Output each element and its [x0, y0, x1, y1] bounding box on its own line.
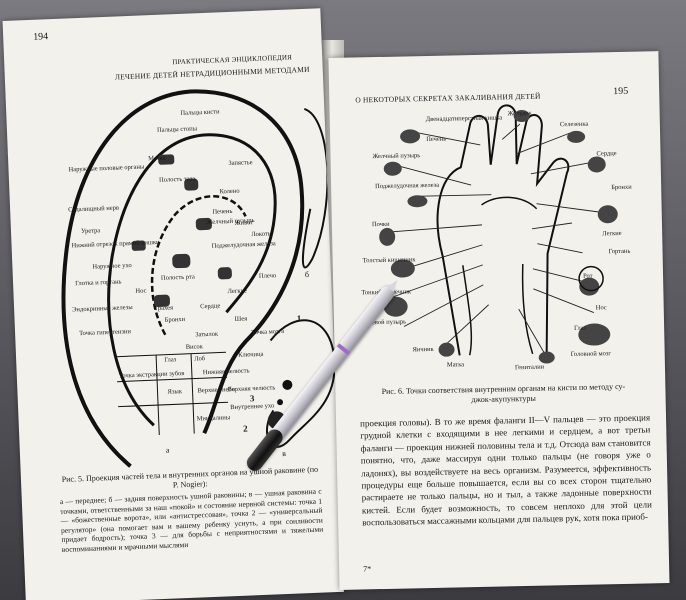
ear-label: Локоть [251, 230, 271, 239]
hand-label: Легкие [602, 229, 622, 238]
ear-label: Сердце [200, 302, 221, 311]
signature-mark: 7* [363, 564, 372, 574]
hand-label: Бронхи [611, 183, 632, 192]
marker-number: 3 [249, 393, 255, 404]
hand-figure [379, 104, 618, 364]
hand-label: Сердце [596, 150, 617, 158]
ear-label: Язык [167, 388, 183, 396]
panel-label-b: б [304, 269, 310, 280]
hand-label: Селезенка [559, 120, 589, 129]
hand-label: Желчный пузырь [372, 152, 421, 161]
right-page: О некоторых секретах закаливания детей 1… [328, 51, 670, 590]
ear-label: Матка [148, 154, 166, 163]
right-body-text: проекция головы). В то же время фаланги … [359, 412, 652, 528]
hand-label: Толстый кишечник [362, 256, 416, 265]
marker-number: 2 [242, 423, 248, 434]
ear-label: Уретра [80, 227, 101, 236]
left-figure-caption-body: а — переднее; б — задняя поверхность ушн… [59, 486, 324, 555]
ear-label: Глаз [164, 356, 177, 364]
ear-label: Бронхи [164, 315, 186, 324]
right-figure-caption: Рис. 6. Точки соответствия внутренним ор… [381, 381, 626, 405]
ear-label: Плечо [258, 272, 277, 280]
hand-label: Гениталии [514, 363, 545, 372]
left-page: 194 Практическая энциклопедия Лечение де… [2, 8, 344, 600]
hand-label: Нос [595, 304, 607, 312]
ear-label: Полость таза [158, 175, 196, 184]
hand-label: Желудок [507, 109, 532, 118]
ear-label: Точка мозга [251, 327, 285, 337]
hand-label: Глаз [574, 324, 587, 332]
hand-label: Почки [371, 220, 390, 229]
panel-label-a: а [165, 445, 170, 455]
ear-figure [61, 89, 336, 468]
hand-label: Гортань [608, 247, 631, 256]
ear-label: Полость рта [160, 273, 195, 282]
marker-number: 1 [296, 313, 302, 324]
hand-label: Печень [426, 135, 447, 144]
ear-label: Лоб [194, 355, 206, 363]
ear-label: Висок [185, 343, 204, 351]
hand-label: Поджелудочная железа [375, 181, 440, 191]
ear-label: Печень [212, 207, 233, 216]
ear-label: Трахея [154, 304, 174, 313]
ear-label: Запястье [228, 159, 253, 168]
ear-label: Ключица [238, 350, 264, 359]
ear-label: Живот [234, 219, 254, 227]
ear-label: Шея [234, 315, 248, 323]
hand-label: Яичник [412, 345, 434, 354]
hand-label: Головной мозг [570, 350, 612, 359]
hand-label: Рот [582, 272, 593, 280]
ear-label: Легкие [227, 287, 248, 296]
ear-label: Затылок [195, 330, 219, 339]
ear-label: Колено [219, 187, 240, 196]
ear-label: Нос [135, 287, 147, 295]
panel-label-v: в [281, 448, 287, 459]
ear-label: Миндалины [196, 414, 231, 423]
hand-label: Матка [446, 361, 465, 369]
